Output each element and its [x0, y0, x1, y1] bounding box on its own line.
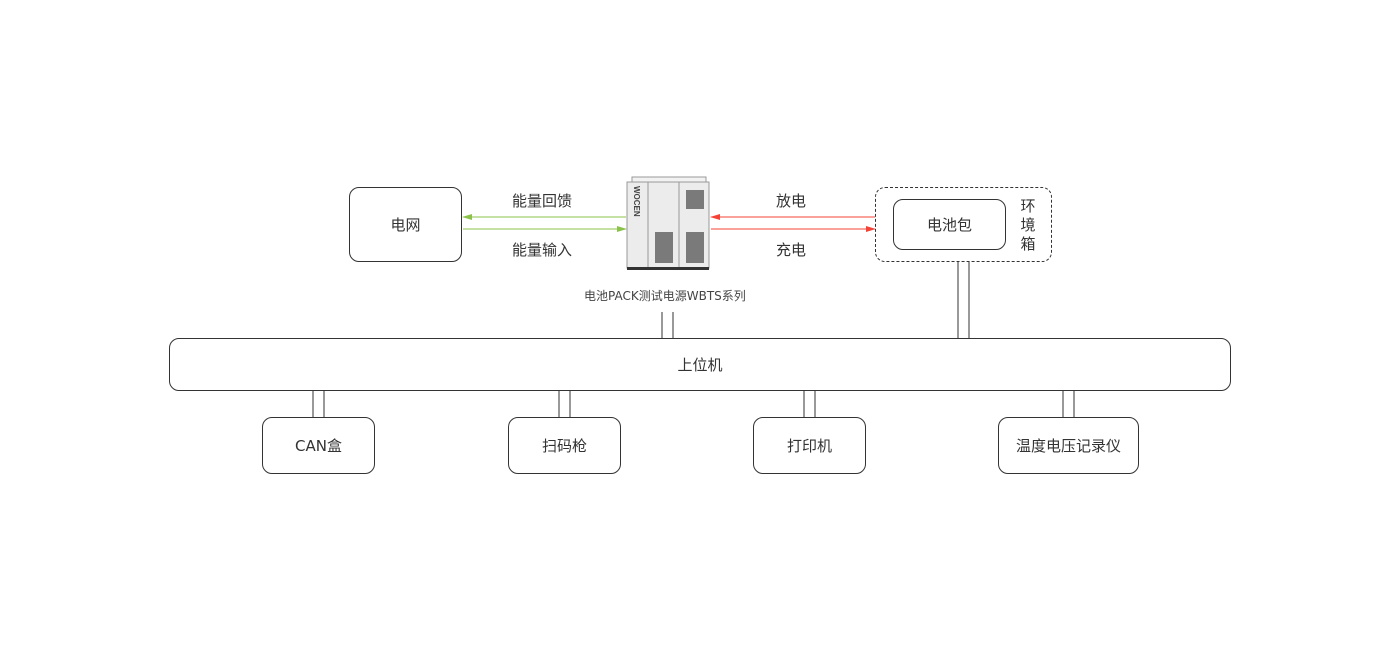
charge-label: 充电	[776, 241, 807, 259]
host-peripheral-links	[312, 390, 1075, 418]
grid-label: 电网	[390, 216, 421, 234]
can-box-node: CAN盒	[262, 417, 375, 474]
environment-chamber	[875, 187, 1052, 262]
device-caption: 电池PACK测试电源WBTS系列	[584, 289, 746, 303]
environment-chamber-label: 环 境 箱	[1020, 197, 1036, 253]
printer-node: 打印机	[753, 417, 866, 474]
energy-input-label: 能量输入	[512, 241, 573, 259]
temp-voltage-recorder-label: 温度电压记录仪	[1015, 437, 1121, 455]
discharge-label: 放电	[776, 192, 807, 210]
battery-pack-node: 电池包	[893, 199, 1006, 250]
battery-host-link	[957, 262, 970, 338]
can-box-label: CAN盒	[295, 437, 342, 455]
grid-node: 电网	[349, 187, 462, 262]
host-computer-label: 上位机	[677, 356, 723, 374]
barcode-scanner-node: 扫码枪	[508, 417, 621, 474]
test-power-cabinet-icon: WOCEN	[626, 176, 710, 270]
battery-pack-label: 电池包	[926, 216, 972, 234]
brand-logo: WOCEN	[632, 186, 641, 217]
host-computer-node: 上位机	[169, 338, 1231, 391]
barcode-scanner-label: 扫码枪	[541, 437, 587, 455]
temp-voltage-recorder-node: 温度电压记录仪	[998, 417, 1139, 474]
printer-label: 打印机	[786, 437, 832, 455]
energy-feedback-label: 能量回馈	[512, 192, 573, 210]
device-host-link	[661, 312, 674, 338]
